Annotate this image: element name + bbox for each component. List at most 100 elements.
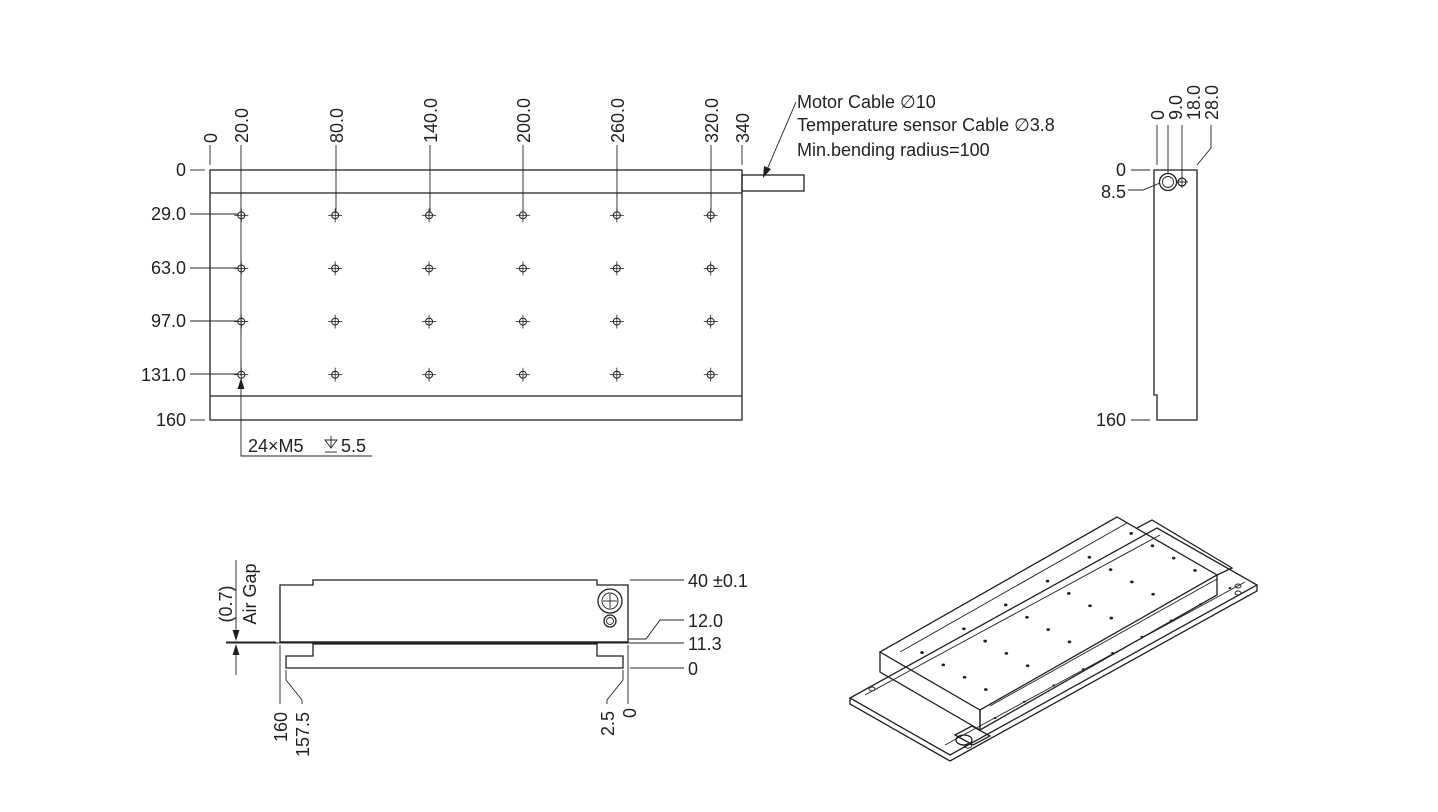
front-dim-12: 12.0	[688, 611, 723, 631]
iso-mount-hole	[1025, 615, 1029, 619]
mount-hole	[234, 314, 249, 329]
hole-callout-leader	[240, 386, 372, 457]
front-bottom-leaders	[279, 645, 629, 704]
mount-hole	[422, 261, 437, 276]
iso-mount-hole	[1193, 569, 1197, 572]
top-x-dim-20: 20.0	[232, 108, 252, 143]
iso-mount-hole	[984, 688, 988, 691]
front-right-leaders	[628, 579, 684, 669]
front-view: 40 ±0.1 12.0 11.3 0 160 157.5 2.5 0 (0.7…	[216, 560, 748, 757]
iso-mount-hole	[1088, 604, 1092, 608]
side-extension-lines	[1128, 125, 1212, 421]
cable-leader	[765, 101, 797, 173]
iso-mount-hole	[1067, 640, 1072, 644]
iso-mount-hole	[1003, 603, 1008, 607]
front-cable-circle	[597, 588, 623, 614]
iso-base-inner-2	[944, 581, 1246, 746]
iso-mount-holes	[920, 532, 1197, 691]
top-x-dim-260: 260.0	[608, 98, 628, 143]
iso-mount-hole	[920, 651, 924, 654]
hole-callout-text: 24×M5	[248, 436, 304, 456]
hole-depth-text: 5.5	[341, 436, 366, 456]
top-y-dim-160: 160	[156, 410, 186, 430]
mount-hole	[515, 367, 530, 382]
iso-mount-hole	[983, 639, 987, 643]
mount-hole	[515, 208, 530, 223]
top-y-dim-29: 29.0	[151, 204, 186, 224]
top-view-outline	[209, 169, 743, 421]
front-dim-0: 0	[688, 659, 698, 679]
top-x-dim-320: 320.0	[702, 98, 722, 143]
iso-cable-exit	[953, 725, 992, 746]
side-y-dim-160: 160	[1096, 410, 1126, 430]
iso-mount-hole	[1130, 580, 1134, 584]
mount-hole	[703, 314, 718, 329]
cable-note-3: Min.bending radius=100	[797, 140, 990, 160]
front-dim-0b: 0	[620, 708, 640, 718]
iso-mount-hole	[1171, 556, 1176, 560]
magnet-plate	[285, 643, 624, 669]
top-x-dim-200: 200.0	[514, 98, 534, 143]
cable-leader-arrow	[763, 166, 771, 178]
cable-note-2: Temperature sensor Cable ∅3.8	[797, 115, 1055, 135]
iso-motor-bevel-1	[899, 522, 1128, 653]
side-y-dim-0: 0	[1116, 160, 1126, 180]
mount-hole	[422, 367, 437, 382]
front-view-body	[279, 579, 629, 643]
iso-motor-top	[878, 516, 1219, 711]
iso-motor-bevel-2	[989, 578, 1218, 707]
mount-hole	[609, 314, 624, 329]
iso-base-plate-side	[849, 585, 1258, 762]
iso-magnet-dot	[1228, 587, 1232, 589]
top-x-dim-0: 0	[201, 133, 221, 143]
top-x-extension-lines	[209, 145, 743, 376]
top-y-dim-0: 0	[176, 160, 186, 180]
isometric-view	[848, 516, 1259, 762]
mount-hole	[328, 367, 343, 382]
iso-mount-hole	[1129, 532, 1133, 535]
mounting-holes	[234, 208, 718, 382]
mount-hole	[328, 314, 343, 329]
iso-mount-hole	[1046, 628, 1051, 631]
iso-mount-hole	[1109, 616, 1114, 620]
front-sensor-inner	[606, 617, 614, 625]
airgap-leaders	[226, 560, 276, 675]
airgap-value: (0.7)	[216, 585, 236, 622]
iso-magnet-dot	[993, 717, 997, 719]
front-dim-157-5: 157.5	[293, 712, 313, 757]
iso-mount-hole	[962, 627, 966, 631]
iso-base-holes	[868, 583, 1242, 749]
iso-magnet-dot	[1022, 700, 1026, 703]
mount-hole	[703, 367, 718, 382]
side-view-outline	[1153, 169, 1198, 421]
side-view: 0 9.0 18.0 28.0 0 8.5 160	[1096, 85, 1222, 430]
iso-mount-hole	[1108, 568, 1113, 572]
top-x-dim-140: 140.0	[421, 98, 441, 143]
top-view: 0 20.0 80.0 140.0 200.0 260.0 320.0 340 …	[141, 92, 1055, 457]
side-x-dim-28: 28.0	[1202, 85, 1222, 120]
iso-motor-right	[979, 575, 1218, 732]
iso-mount-hole	[1004, 651, 1009, 655]
iso-motor-front	[879, 652, 981, 732]
iso-base-inner-1	[864, 534, 1161, 696]
front-dim-40: 40 ±0.1	[688, 571, 748, 591]
top-y-dim-97: 97.0	[151, 311, 186, 331]
front-dim-160: 160	[271, 712, 291, 742]
depth-icon	[324, 436, 338, 453]
iso-cable-end	[955, 734, 973, 746]
mount-hole	[703, 261, 718, 276]
front-dim-2-5: 2.5	[598, 711, 618, 736]
mount-hole	[609, 261, 624, 276]
iso-mount-hole	[962, 675, 967, 679]
mount-hole	[609, 367, 624, 382]
cable-note-1: Motor Cable ∅10	[797, 92, 936, 112]
front-sensor-circle	[603, 614, 617, 628]
mount-hole	[234, 261, 249, 276]
mount-hole	[422, 208, 437, 223]
iso-motor-step	[1136, 519, 1234, 576]
side-x-dim-0: 0	[1148, 110, 1168, 120]
mount-hole	[515, 314, 530, 329]
iso-mount-hole	[1151, 592, 1155, 596]
top-y-dim-63: 63.0	[151, 258, 186, 278]
